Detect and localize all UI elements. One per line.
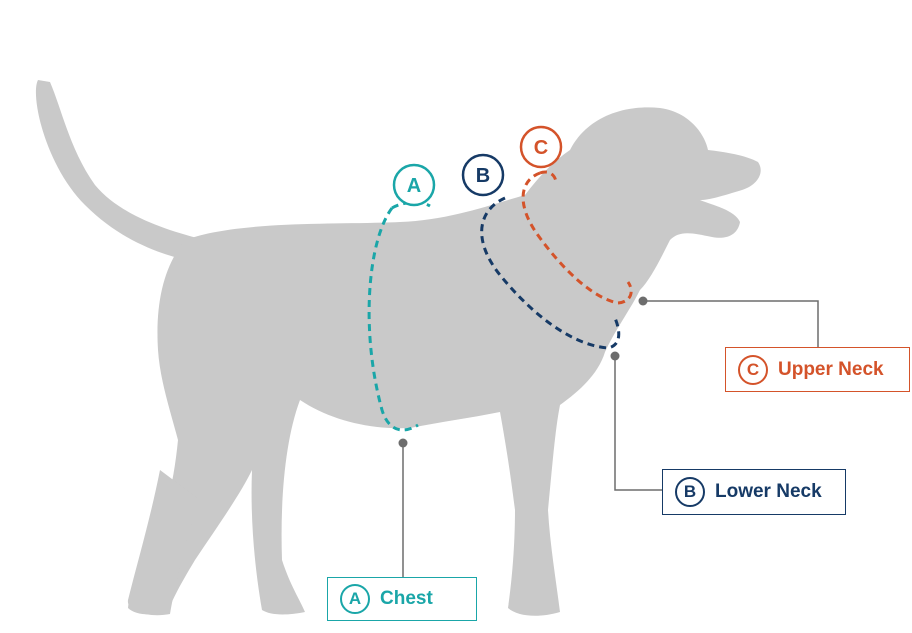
upper-neck-marker-letter: C — [534, 137, 548, 159]
chest-measurement-loop — [367, 200, 431, 432]
upper-neck-measurement-loop — [521, 170, 633, 305]
lower-neck-measurement-loop — [480, 196, 621, 350]
lower-neck-leader-line — [614, 356, 662, 491]
lower-neck-leader-dot — [610, 351, 620, 361]
upper-neck-label-letter: C — [738, 354, 768, 385]
chest-leader-dot — [398, 438, 408, 448]
leader-lines — [402, 300, 819, 577]
upper-neck-leader-dot — [638, 296, 648, 306]
upper-neck-label: C Upper Neck — [725, 347, 910, 392]
upper-neck-marker: C — [519, 125, 563, 169]
dog-back-leg — [127, 470, 200, 616]
chest-marker: A — [392, 163, 436, 207]
lower-neck-marker: B — [461, 153, 505, 197]
upper-neck-leader-line — [643, 300, 819, 347]
chest-label: A Chest — [327, 577, 477, 621]
dog-tail — [35, 80, 205, 262]
lower-neck-label-text: Lower Neck — [715, 481, 822, 502]
lower-neck-label-letter: B — [675, 477, 705, 507]
chest-label-text: Chest — [380, 588, 433, 609]
chest-label-letter: A — [340, 584, 370, 614]
lower-neck-marker-letter: B — [476, 165, 490, 187]
dog-body — [128, 107, 761, 616]
lower-neck-label: B Lower Neck — [662, 469, 846, 515]
chest-marker-letter: A — [407, 175, 421, 197]
dog-silhouette — [35, 80, 761, 616]
leader-dots — [398, 296, 648, 448]
upper-neck-label-text: Upper Neck — [778, 358, 884, 380]
